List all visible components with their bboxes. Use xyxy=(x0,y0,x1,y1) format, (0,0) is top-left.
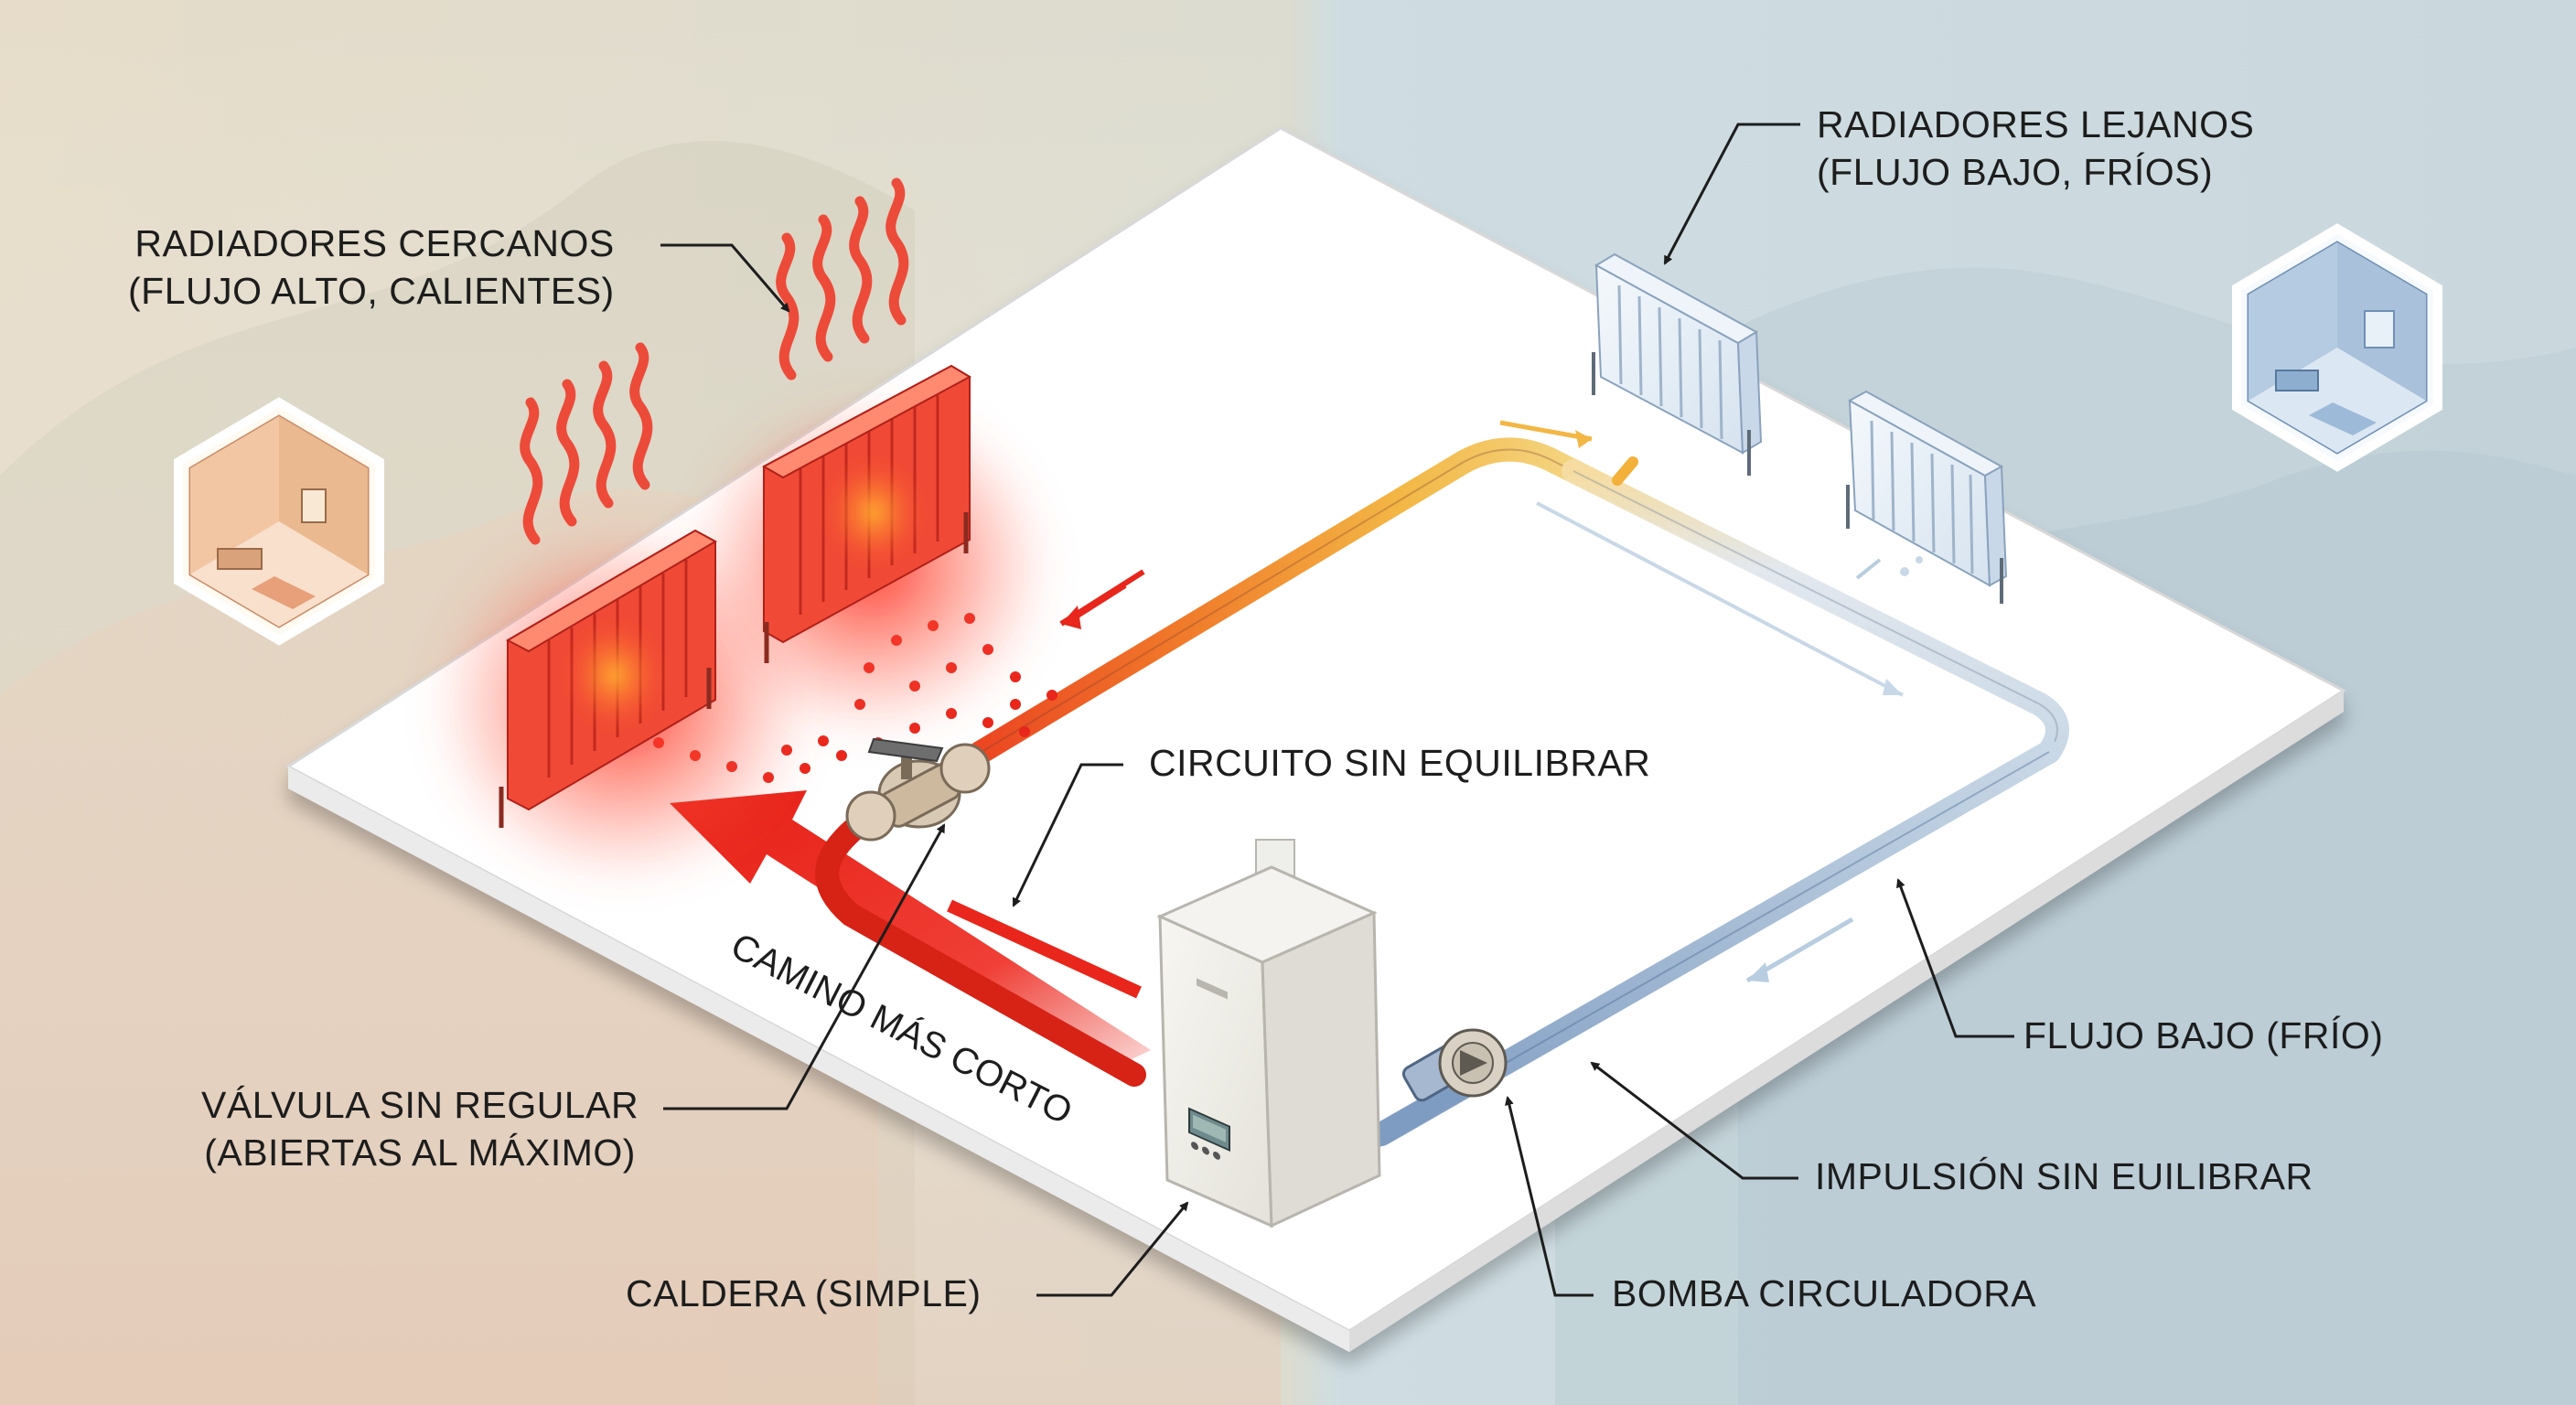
platform xyxy=(285,126,2346,1352)
near-radiators-label: RADIADORES CERCANOS (FLUJO ALTO, CALIENT… xyxy=(128,220,615,315)
flow-arrow-cold-head xyxy=(1883,679,1903,695)
flow-arrows xyxy=(1059,420,1923,983)
flow-arrow-cold-line xyxy=(1536,501,1904,697)
far-radiator-1 xyxy=(1592,252,1763,476)
boiler-label: CALDERA (SIMPLE) xyxy=(626,1270,982,1317)
flow-arrow-warm-line xyxy=(1499,420,1593,442)
unbalanced-supply-text: IMPULSIÓN SIN EUILIBRAR xyxy=(1815,1155,2313,1197)
far-radiators-title: RADIADORES LEJANOS xyxy=(1817,103,2255,145)
cold-dot xyxy=(1900,567,1909,576)
pipe-valve-branch xyxy=(815,816,1146,1087)
low-flow-label: FLUJO BAJO (FRÍO) xyxy=(2023,1012,2383,1059)
boiler-display xyxy=(1188,1107,1230,1160)
near-radiators-subtitle: (FLUJO ALTO, CALIENTES) xyxy=(128,270,615,312)
low-flow-text: FLUJO BAJO (FRÍO) xyxy=(2023,1014,2384,1056)
circulator-pump-label: BOMBA CIRCULADORA xyxy=(1612,1270,2036,1317)
far-radiators-subtitle: (FLUJO BAJO, FRÍOS) xyxy=(1817,151,2214,193)
unregulated-valve-subtitle: (ABIERTAS AL MÁXIMO) xyxy=(204,1132,636,1174)
circulator-pump-icon xyxy=(1401,1028,1508,1102)
near-radiators-title: RADIADORES CERCANOS xyxy=(134,222,615,264)
valve-icon xyxy=(845,737,991,842)
circulator-pump-text: BOMBA CIRCULADORA xyxy=(1612,1272,2037,1314)
boiler-icon xyxy=(1156,839,1381,1228)
unbalanced-circuit-label: CIRCUITO SIN EQUILIBRAR xyxy=(1149,739,1650,787)
flow-arrow-return-head xyxy=(1747,962,1769,982)
warm-room-icon xyxy=(174,397,384,646)
cold-room-icon xyxy=(2232,223,2442,472)
flow-arrow-faint xyxy=(1855,558,1882,580)
unbalanced-circuit-text: CIRCUITO SIN EQUILIBRAR xyxy=(1149,742,1651,784)
pipe-near-radiator-branch xyxy=(1612,456,1638,486)
leader-lines xyxy=(660,123,2014,1297)
heat-waves xyxy=(520,177,909,545)
unregulated-valve-label: VÁLVULA SIN REGULAR (ABIERTAS AL MÁXIMO) xyxy=(201,1081,639,1176)
near-radiator-2 xyxy=(761,364,972,663)
pipe-top-run xyxy=(843,437,1594,840)
flow-arrow-hot-head xyxy=(1061,606,1081,629)
boiler-text: CALDERA (SIMPLE) xyxy=(626,1272,982,1314)
cold-dot xyxy=(1916,556,1923,563)
pipe-pump-to-boiler xyxy=(1357,1076,1475,1153)
near-radiator-1 xyxy=(499,529,718,828)
flow-arrow-warm-head xyxy=(1575,430,1592,448)
shortcut-indicator xyxy=(947,899,1142,999)
shortest-path-arrow xyxy=(670,790,1151,1072)
unbalanced-supply-label: IMPULSIÓN SIN EUILIBRAR xyxy=(1815,1153,2313,1200)
far-radiators-label: RADIADORES LEJANOS (FLUJO BAJO, FRÍOS) xyxy=(1817,101,2254,196)
pipe-top-outline xyxy=(854,448,1583,829)
unregulated-valve-title: VÁLVULA SIN REGULAR xyxy=(201,1084,639,1126)
far-radiator-2 xyxy=(1846,390,2008,604)
